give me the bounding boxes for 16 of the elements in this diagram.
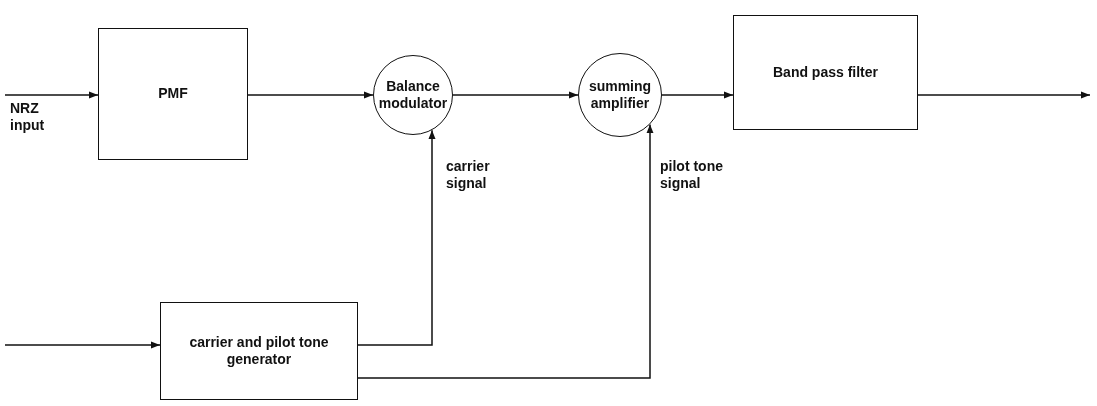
- arrow: [4, 341, 161, 349]
- arrow: [661, 91, 734, 99]
- node-label: Band pass filter: [773, 63, 878, 82]
- process-box: [733, 15, 918, 130]
- node-label: carrier and pilot tone generator: [188, 333, 330, 369]
- node-label: PMF: [158, 85, 188, 103]
- arrow: [917, 91, 1091, 99]
- node-label: summing amplifier: [587, 77, 653, 113]
- arrow: [357, 129, 436, 346]
- arrow: [247, 91, 374, 99]
- arrow: [357, 123, 654, 379]
- arrow: [452, 91, 579, 99]
- arrow: [4, 91, 99, 99]
- node-label: Balance modulator: [377, 77, 449, 113]
- process-box: [98, 28, 248, 160]
- process-box: [160, 302, 358, 400]
